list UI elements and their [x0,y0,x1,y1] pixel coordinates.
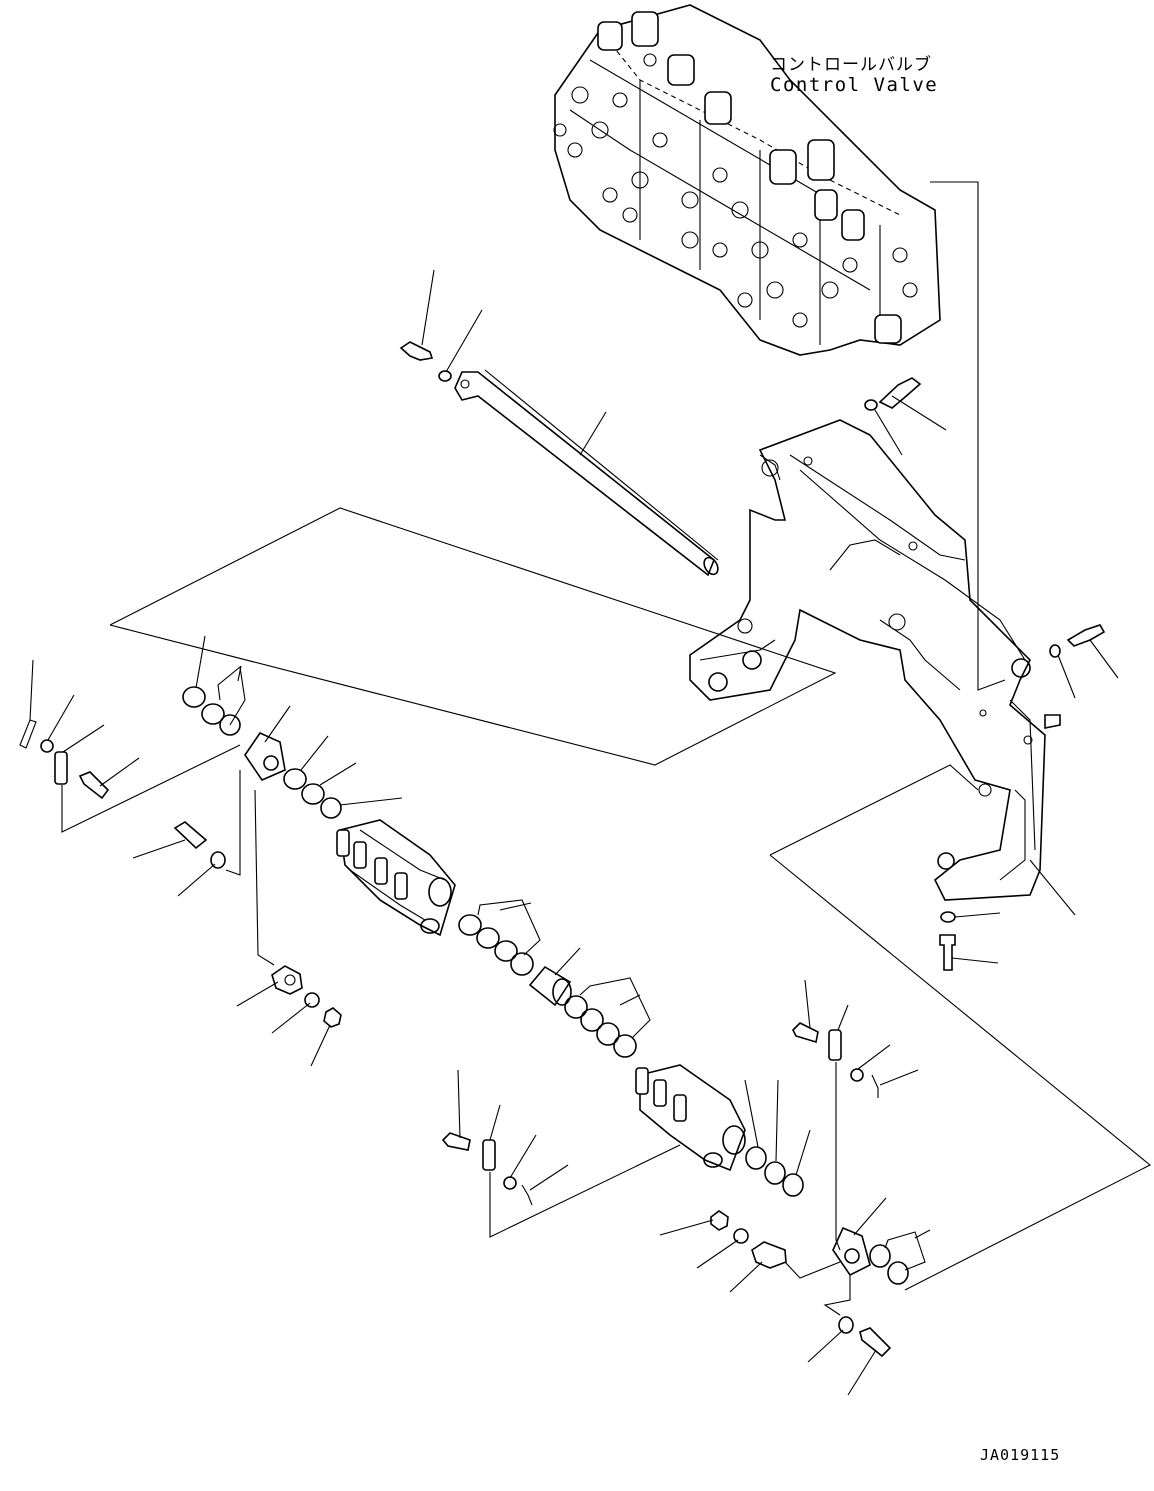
reference-lines [109,181,1152,1291]
middle-washers [458,899,651,1058]
lower-right-fasteners [659,1197,931,1396]
main-bracket [689,419,1076,916]
rod [454,369,719,577]
upper-fasteners [399,269,1119,699]
right-lever-assembly [635,1064,811,1197]
left-lower-fasteners [236,965,342,1067]
drawing-code: JA019115 [980,1446,1061,1464]
lower-center-pins [441,1069,681,1238]
control-valve-assembly [553,4,941,356]
right-pins [792,979,919,1251]
control-valve-label: Control Valve [770,74,939,96]
upper-left-linkage [19,635,403,966]
lower-bracket-fasteners [939,911,1001,971]
left-lever-assembly [336,819,456,937]
control-valve-label-japanese: コントロールバルブ [770,55,932,75]
